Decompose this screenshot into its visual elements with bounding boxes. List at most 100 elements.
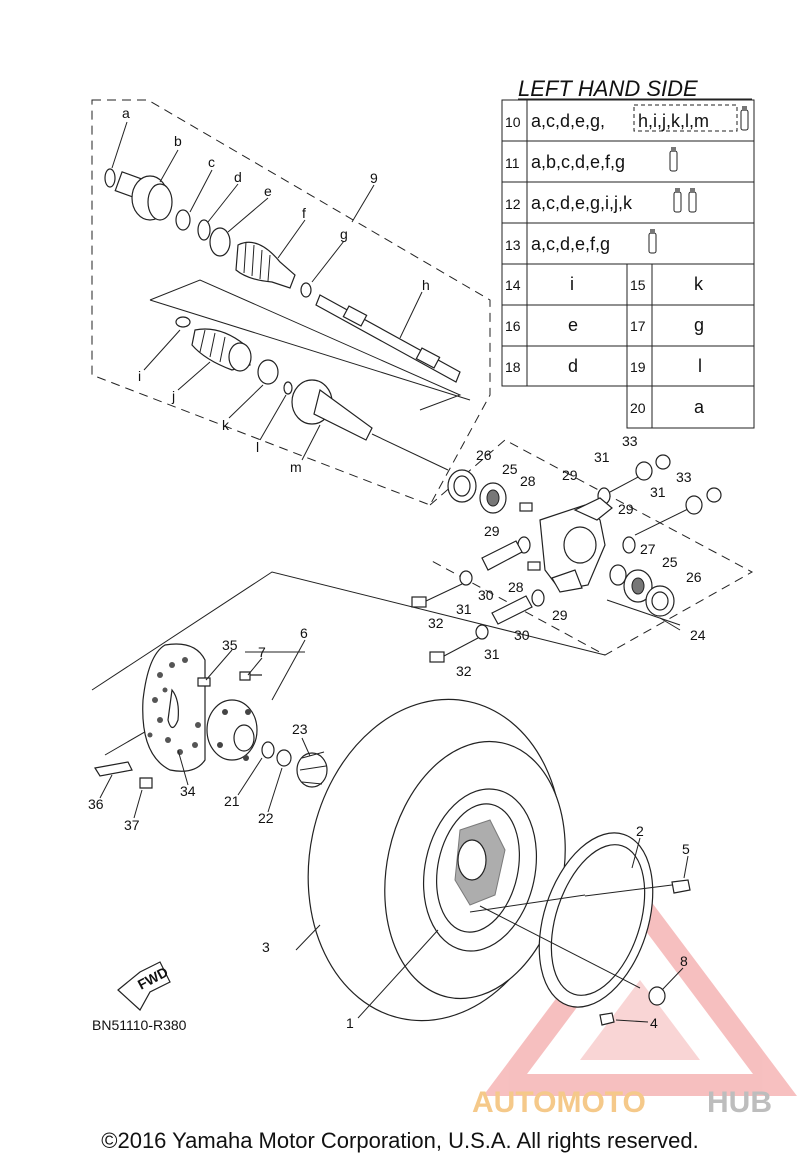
label-i: i bbox=[138, 368, 141, 384]
pair-19-num: 19 bbox=[630, 359, 646, 375]
pair-15-val: k bbox=[694, 274, 704, 294]
pair-19-val: l bbox=[698, 356, 702, 376]
pair-20-val: a bbox=[694, 397, 705, 417]
label-h: h bbox=[422, 277, 430, 293]
label-23: 23 bbox=[292, 721, 308, 737]
bolt-37 bbox=[139, 777, 153, 789]
row-12-text: a,c,d,e,g,i,j,k bbox=[531, 193, 633, 213]
label-a: a bbox=[122, 105, 130, 121]
cv-joint-b bbox=[114, 171, 173, 221]
label-29a: 29 bbox=[562, 467, 578, 483]
label-g: g bbox=[340, 226, 348, 242]
knuckle-dashed-box bbox=[429, 439, 754, 656]
row-11-num: 11 bbox=[505, 155, 520, 171]
pair-20-num: 20 bbox=[630, 400, 646, 416]
knuckle bbox=[539, 497, 613, 593]
shaft-to-knuckle-line bbox=[371, 433, 449, 471]
bushing-31a bbox=[635, 461, 653, 481]
label-29b: 29 bbox=[618, 501, 634, 517]
pair-16-val: e bbox=[568, 315, 578, 335]
grease-tube-icon bbox=[688, 188, 697, 213]
nut-33b bbox=[706, 487, 722, 503]
label-29d: 29 bbox=[552, 607, 568, 623]
bushing-29b bbox=[622, 536, 636, 554]
circlip-a bbox=[104, 168, 116, 188]
bearing-26a bbox=[447, 469, 477, 503]
label-k: k bbox=[222, 417, 230, 433]
shaft-31a bbox=[609, 475, 641, 493]
bearing-25b bbox=[623, 569, 653, 603]
boot-j bbox=[191, 328, 252, 372]
boot-f bbox=[235, 241, 296, 289]
shaft-h bbox=[315, 294, 461, 383]
label-9: 9 bbox=[370, 170, 378, 186]
label-28b: 28 bbox=[508, 579, 524, 595]
grease-tube-icon bbox=[648, 229, 657, 254]
row-13-num: 13 bbox=[505, 237, 521, 253]
bolt-32b bbox=[429, 637, 479, 663]
label-c: c bbox=[208, 154, 215, 170]
label-1: 1 bbox=[346, 1015, 354, 1031]
bushing-29d bbox=[531, 589, 545, 607]
pair-14-val: i bbox=[570, 274, 574, 294]
ring-line-a bbox=[469, 894, 586, 913]
label-32a: 32 bbox=[428, 615, 444, 631]
ring-line-c bbox=[584, 884, 673, 897]
row-10-boxed: h,i,j,k,l,m bbox=[638, 111, 709, 131]
hub-6 bbox=[206, 699, 258, 761]
screw-7 bbox=[239, 671, 262, 681]
pair-18-num: 18 bbox=[505, 359, 521, 375]
label-33b: 33 bbox=[676, 469, 692, 485]
leader-lines bbox=[99, 121, 689, 1023]
label-36: 36 bbox=[88, 796, 104, 812]
washer-31c bbox=[459, 570, 473, 586]
label-l: l bbox=[256, 439, 259, 455]
label-34: 34 bbox=[180, 783, 196, 799]
cv-joint-m bbox=[291, 379, 373, 441]
clip-c bbox=[175, 209, 191, 231]
bushing-31b bbox=[685, 495, 703, 515]
label-30b: 30 bbox=[514, 627, 530, 643]
row-13-text: a,c,d,e,f,g bbox=[531, 234, 610, 254]
label-22: 22 bbox=[258, 810, 274, 826]
table-title: LEFT HAND SIDE bbox=[518, 76, 698, 101]
row-12-num: 12 bbox=[505, 196, 521, 212]
washer-21 bbox=[261, 741, 275, 759]
inner-box-upper bbox=[149, 279, 462, 411]
label-m: m bbox=[290, 459, 302, 475]
bolt-35 bbox=[197, 677, 211, 687]
label-d: d bbox=[234, 169, 242, 185]
bearing-26b bbox=[645, 585, 675, 617]
bolt-32a bbox=[411, 583, 463, 608]
label-28a: 28 bbox=[520, 473, 536, 489]
label-5: 5 bbox=[682, 841, 690, 857]
collar-30a bbox=[481, 540, 523, 571]
bracket-36 bbox=[94, 761, 133, 777]
label-25b: 25 bbox=[662, 554, 678, 570]
pair-17-num: 17 bbox=[630, 318, 646, 334]
pair-14-num: 14 bbox=[505, 277, 521, 293]
bolt-4 bbox=[599, 1012, 615, 1026]
label-32b: 32 bbox=[456, 663, 472, 679]
label-31d: 31 bbox=[484, 646, 500, 662]
pair-16-num: 16 bbox=[505, 318, 521, 334]
clip-l bbox=[283, 381, 293, 395]
label-26a: 26 bbox=[476, 447, 492, 463]
label-24: 24 bbox=[690, 627, 706, 643]
label-37: 37 bbox=[124, 817, 140, 833]
drawing-code: BN51110-R380 bbox=[92, 1017, 187, 1033]
label-b: b bbox=[174, 133, 182, 149]
label-31c: 31 bbox=[456, 601, 472, 617]
label-30a: 30 bbox=[478, 587, 494, 603]
label-8: 8 bbox=[680, 953, 688, 969]
clip-27 bbox=[609, 564, 627, 586]
label-2: 2 bbox=[636, 823, 644, 839]
watermark-text: AUTOMOTO HUB bbox=[472, 1086, 772, 1119]
driveshaft-dashed-box bbox=[91, 99, 491, 506]
grease-tube-icon bbox=[740, 106, 749, 131]
label-31a: 31 bbox=[594, 449, 610, 465]
hub-box bbox=[91, 571, 606, 691]
label-29c: 29 bbox=[484, 523, 500, 539]
wheel-1 bbox=[422, 788, 538, 952]
knuckle-box-edge bbox=[606, 599, 681, 626]
